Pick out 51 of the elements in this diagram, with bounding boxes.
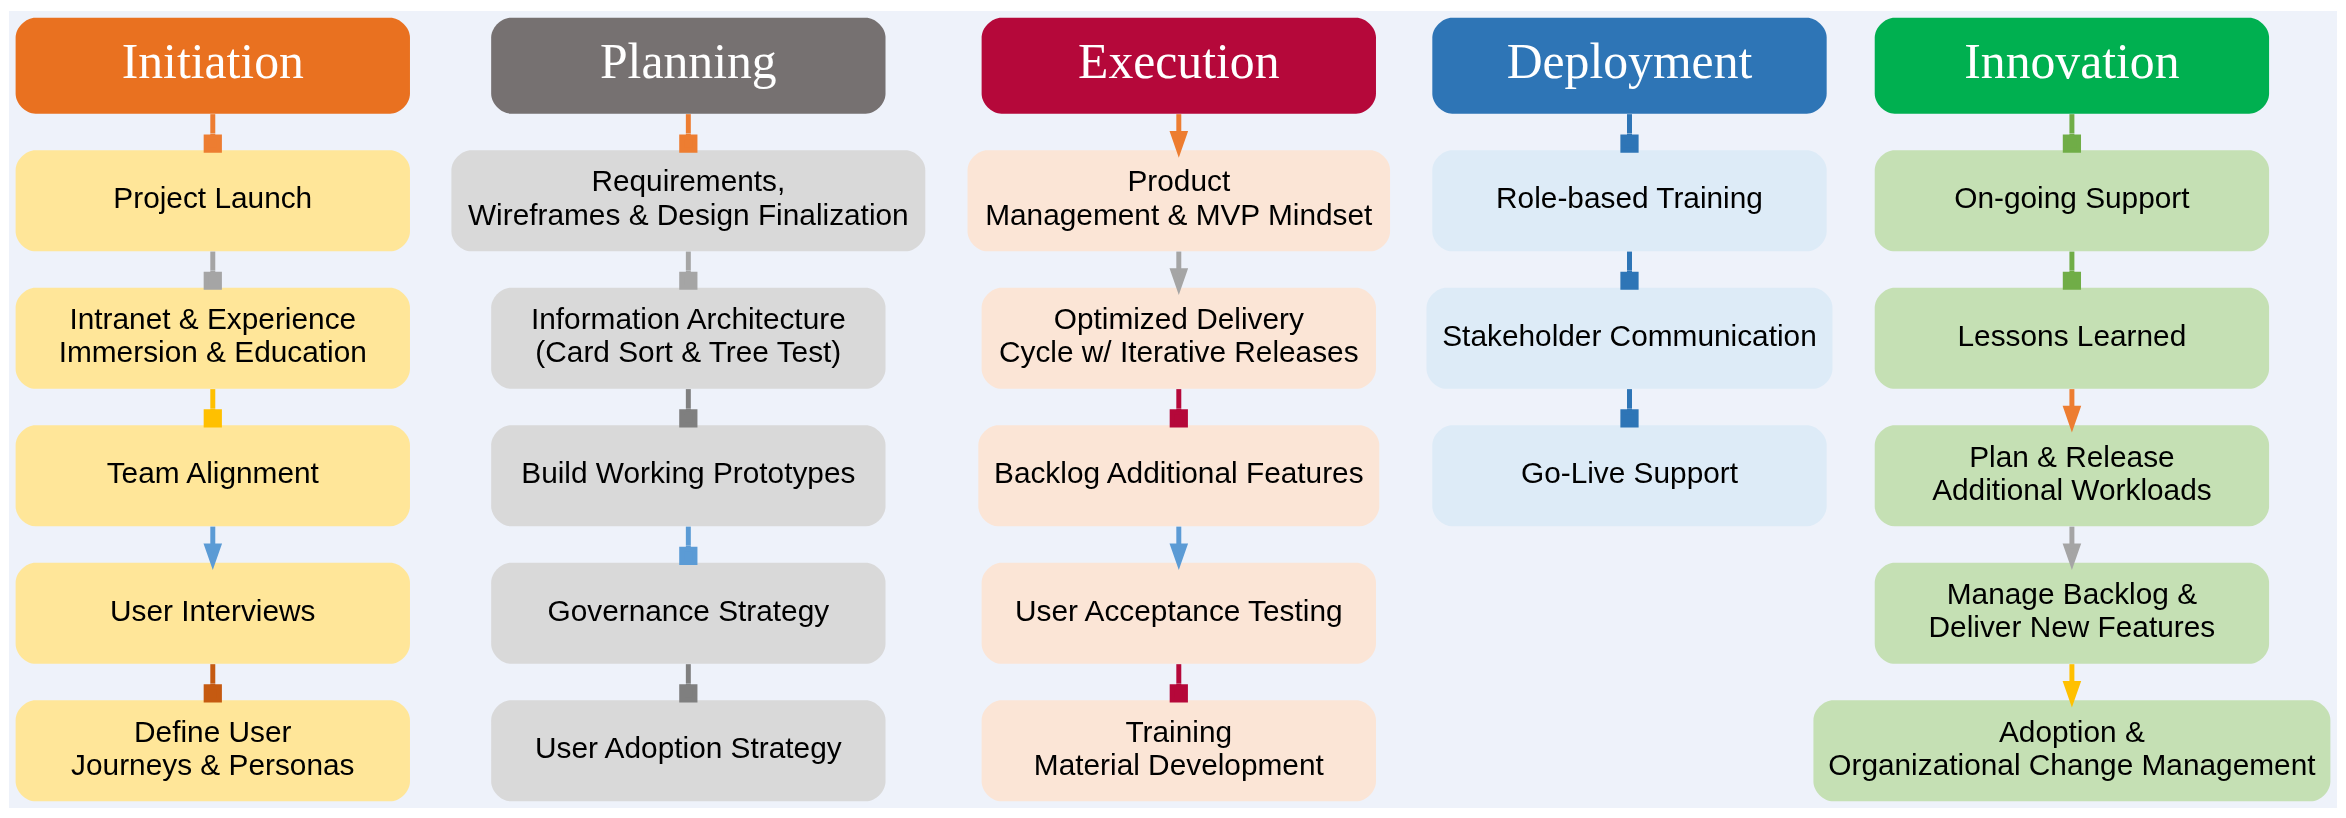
node-box: Innovation (1874, 17, 2270, 114)
connector (203, 663, 222, 702)
node-box: Project Launch (15, 149, 410, 251)
node-box: Manage Backlog & Deliver New Features (1874, 562, 2270, 664)
node-box: Planning (491, 17, 886, 114)
connector (203, 388, 222, 427)
node-box: Stakeholder Communication (1426, 287, 1833, 389)
node-box: Intranet & Experience Immersion & Education (15, 287, 410, 389)
connector (679, 388, 698, 427)
node-box: Go-Live Support (1432, 424, 1827, 526)
connector (1620, 113, 1639, 153)
node-box: Backlog Additional Features (978, 424, 1380, 526)
node-box: Information Architecture (Card Sort & Tree Test) (491, 287, 886, 389)
connector (679, 113, 698, 153)
node-box: Optimized Delivery Cycle w/ Iterative Releases (981, 287, 1376, 389)
connector (1620, 251, 1639, 290)
node-box: Product Management & MVP Mindset (967, 149, 1391, 251)
node-box: Define User Journeys & Personas (15, 699, 410, 801)
arrow (2062, 388, 2082, 432)
node-box: Initiation (15, 17, 410, 114)
node-box: Build Working Prototypes (491, 424, 886, 526)
node-box: Requirements, Wireframes & Design Finalization (451, 149, 926, 251)
arrow (1169, 526, 1189, 570)
arrow (2062, 526, 2082, 570)
connector (679, 663, 698, 702)
arrow (1169, 113, 1189, 158)
arrow (203, 526, 223, 570)
node-box: Adoption & Organizational Change Management (1813, 699, 2331, 801)
arrow (2062, 663, 2082, 707)
arrow (1169, 251, 1189, 295)
node-box: Training Material Development (981, 699, 1376, 801)
node-box: Role-based Training (1432, 149, 1827, 251)
node-box: Execution (981, 17, 1376, 114)
node-box: Team Alignment (15, 424, 410, 526)
node-box: User Acceptance Testing (981, 562, 1376, 664)
connector (2062, 251, 2081, 290)
node-box: Lessons Learned (1874, 287, 2270, 389)
connector (679, 526, 698, 565)
node-box: User Adoption Strategy (491, 699, 886, 801)
node-box: Governance Strategy (491, 562, 886, 664)
node-box: Deployment (1432, 17, 1827, 114)
connector (1169, 388, 1188, 427)
connector (679, 251, 698, 290)
connector (203, 113, 222, 153)
connector (1169, 663, 1188, 702)
node-box: User Interviews (15, 562, 410, 664)
node-box: On-going Support (1874, 149, 2270, 251)
connector (2062, 113, 2081, 153)
connector (203, 251, 222, 290)
connector (1620, 388, 1639, 427)
node-box: Plan & Release Additional Workloads (1874, 424, 2270, 526)
